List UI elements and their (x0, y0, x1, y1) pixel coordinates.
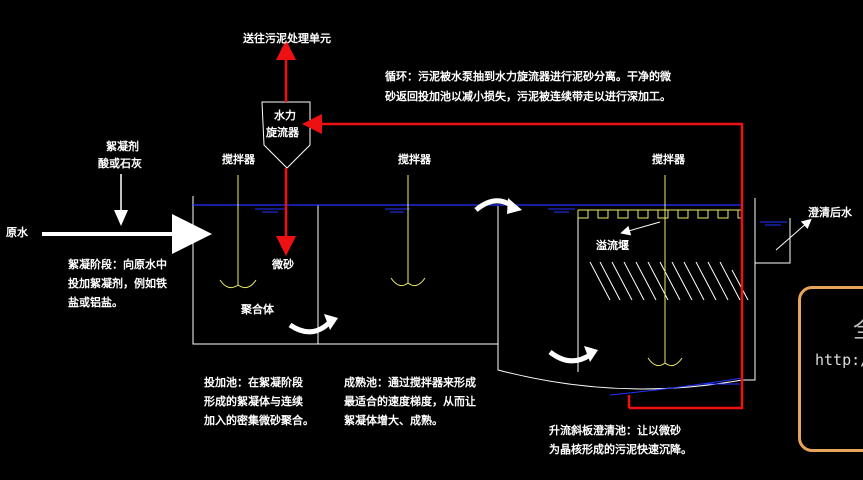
dosing-tank-line-1: 投加池：在絮凝阶段 (204, 375, 303, 389)
inclined-plates (589, 261, 749, 301)
maturation-line-3: 絮凝体增大、成熟。 (344, 413, 443, 427)
mixer-label-2: 搅拌器 (398, 152, 432, 166)
coagulant-arrow (114, 174, 128, 226)
flow-arrow-1 (288, 314, 338, 335)
coagulant-label-1: 絮凝剂 (106, 139, 139, 153)
mixer-label-1: 搅拌器 (222, 152, 256, 166)
overflow-weir (577, 209, 743, 219)
mixer-label-3: 搅拌器 (652, 152, 686, 166)
coag-stage-line-1: 絮凝阶段：向原水中 (68, 257, 167, 271)
maturation-line-2: 最适合的速度梯度，从而让 (344, 394, 476, 408)
tank-outline (192, 196, 791, 390)
to-sludge-unit-label: 送往污泥处理单元 (242, 31, 331, 45)
coagulant-label-2: 酸或石灰 (98, 156, 142, 170)
flow-arrow-2 (474, 198, 522, 214)
watermark-url: http:/ (815, 351, 863, 369)
mixer-2 (390, 175, 426, 287)
clarified-pointer (775, 218, 812, 251)
recirculation-line (276, 40, 744, 410)
clarified-water-label: 澄清后水 (808, 205, 853, 219)
cycle-note-line-1: 循环：污泥被水泵抽到水力旋流器进行泥砂分离。干净的微 (385, 69, 672, 83)
floc-label: 聚合体 (240, 302, 275, 316)
watermark-char: 全 (853, 309, 863, 344)
coag-stage-line-3: 盐或铝盐。 (68, 295, 123, 309)
microsand-label: 微砂 (271, 257, 294, 271)
hydrocyclone-label-1: 水力 (274, 108, 296, 122)
hydrocyclone (261, 101, 311, 169)
mixer-1 (219, 175, 257, 289)
raw-water-label: 原水 (6, 225, 29, 239)
overflow-weir-label: 溢流堰 (596, 238, 629, 252)
cycle-note-line-2: 砂返回投加池以减小损失，污泥被连续带走以进行深加工。 (385, 89, 671, 103)
weir-pointer (620, 221, 661, 236)
maturation-line-1: 成熟池：通过搅拌器来形成 (344, 375, 476, 389)
water-level-marks (255, 208, 787, 396)
flow-arrow-3 (548, 346, 598, 364)
coag-stage-line-2: 投加絮凝剂，例如铁 (68, 276, 167, 290)
hydrocyclone-label-2: 旋流器 (265, 125, 300, 139)
settling-line-2: 为晶核形成的污泥快速沉降。 (549, 442, 692, 456)
mixer-3 (647, 175, 683, 367)
settling-line-1: 升流斜板澄清池：让以微砂 (549, 423, 681, 437)
dosing-tank-line-2: 形成的絮凝体与连续 (204, 394, 303, 408)
watermark-badge: 全 http:/ (798, 286, 863, 452)
dosing-tank-line-3: 加入的密集微砂聚合。 (203, 413, 314, 427)
